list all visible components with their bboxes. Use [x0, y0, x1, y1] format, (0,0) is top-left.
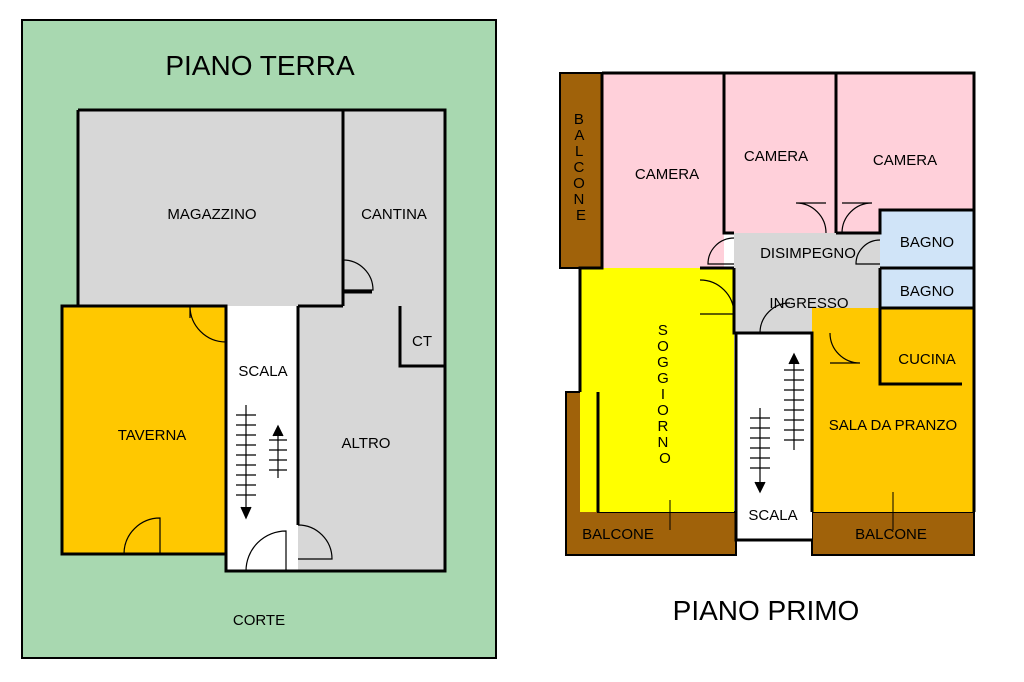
camera-3-label: CAMERA: [873, 152, 937, 169]
balcone-v-4: O: [573, 175, 585, 192]
first-floor-plan: PIANO PRIMO B A L C O N E CAMERA CAMERA …: [559, 71, 976, 626]
soggiorno-v-1: O: [657, 338, 669, 355]
first-door-arc-camera1: [707, 237, 735, 265]
soggiorno-v-6: R: [657, 418, 668, 435]
soggiorno-v-4: I: [661, 386, 665, 403]
ground-door-arc-taverna: [189, 305, 227, 343]
taverna-room: [62, 306, 226, 554]
first-door-arc-camera3: [841, 202, 873, 234]
cucina-label: CUCINA: [898, 351, 956, 368]
altro-label: ALTRO: [342, 435, 391, 452]
first-door-arc-ingresso: [759, 302, 791, 334]
ground-floor-title: PIANO TERRA: [165, 50, 355, 81]
first-door-arc-soggiorno: [699, 279, 735, 315]
balcone-v-6: E: [576, 207, 586, 224]
disimpegno-label: DISIMPEGNO: [760, 245, 856, 262]
taverna-label: TAVERNA: [118, 427, 187, 444]
magazzino-label: MAGAZZINO: [167, 206, 256, 223]
ground-door-arc-scala: [245, 530, 287, 572]
cantina-room: [343, 110, 445, 306]
ct-label: CT: [412, 333, 432, 350]
balcone-v-1: A: [574, 127, 584, 144]
balcone-bottom-right-label: BALCONE: [855, 526, 927, 543]
ground-door-arc-taverna-bottom: [123, 517, 161, 555]
magazzino-room: [78, 110, 343, 306]
soggiorno-v-8: O: [659, 450, 671, 467]
first-floor-walls: [578, 71, 976, 542]
soggiorno-v-0: S: [658, 322, 668, 339]
first-stair-up-icon: [784, 352, 804, 450]
bagno-1-label: BAGNO: [900, 234, 954, 251]
cantina-label: CANTINA: [361, 206, 427, 223]
ct-room: [400, 306, 445, 366]
ground-door-arc-cantina: [342, 259, 374, 291]
bagno-2-room: [880, 268, 974, 308]
scala-room: [226, 306, 298, 571]
camera-1-room: [602, 73, 724, 268]
first-door-arc-bagno: [855, 239, 881, 265]
bagno-1-room: [880, 210, 974, 268]
balcone-v-0: B: [574, 111, 584, 128]
soggiorno-room: [580, 268, 734, 512]
ground-stair-down-icon: [236, 405, 256, 520]
balcone-v-3: C: [573, 159, 584, 176]
ground-door-arc-altro: [297, 524, 333, 560]
sala-da-pranzo-label: SALA DA PRANZO: [829, 417, 957, 434]
ingresso-label: INGRESSO: [769, 295, 848, 312]
camera-1-label: CAMERA: [635, 166, 699, 183]
soggiorno-v-3: G: [657, 370, 669, 387]
soggiorno-v-7: N: [657, 434, 668, 451]
ground-floor-plan: PIANO TERRA: [21, 19, 497, 659]
scala-label-first: SCALA: [748, 507, 797, 524]
ground-stair-up-icon: [269, 424, 287, 478]
balcone-v-5: N: [573, 191, 584, 208]
bagno-2-label: BAGNO: [900, 283, 954, 300]
camera-2-room: [724, 73, 836, 233]
first-door-arc-sala: [829, 332, 861, 364]
cucina-room: [880, 308, 974, 384]
balcone-bottom-left-label: BALCONE: [582, 526, 654, 543]
soggiorno-v-5: O: [657, 402, 669, 419]
soggiorno-v-2: G: [657, 354, 669, 371]
first-floor-title: PIANO PRIMO: [673, 595, 860, 626]
camera-2-label: CAMERA: [744, 148, 808, 165]
first-stair-down-icon: [750, 408, 770, 494]
soggiorno-vertical-label: S O G G I O R N O: [657, 322, 673, 467]
ground-floor-walls: [60, 108, 447, 573]
scala-room-first: [736, 333, 812, 540]
corte-label: CORTE: [233, 612, 285, 629]
balcone-left-vertical-label: B A L C O N E: [573, 111, 589, 224]
balcone-v-2: L: [575, 143, 583, 160]
scala-label-ground: SCALA: [238, 363, 287, 380]
first-door-arc-camera2: [795, 202, 827, 234]
